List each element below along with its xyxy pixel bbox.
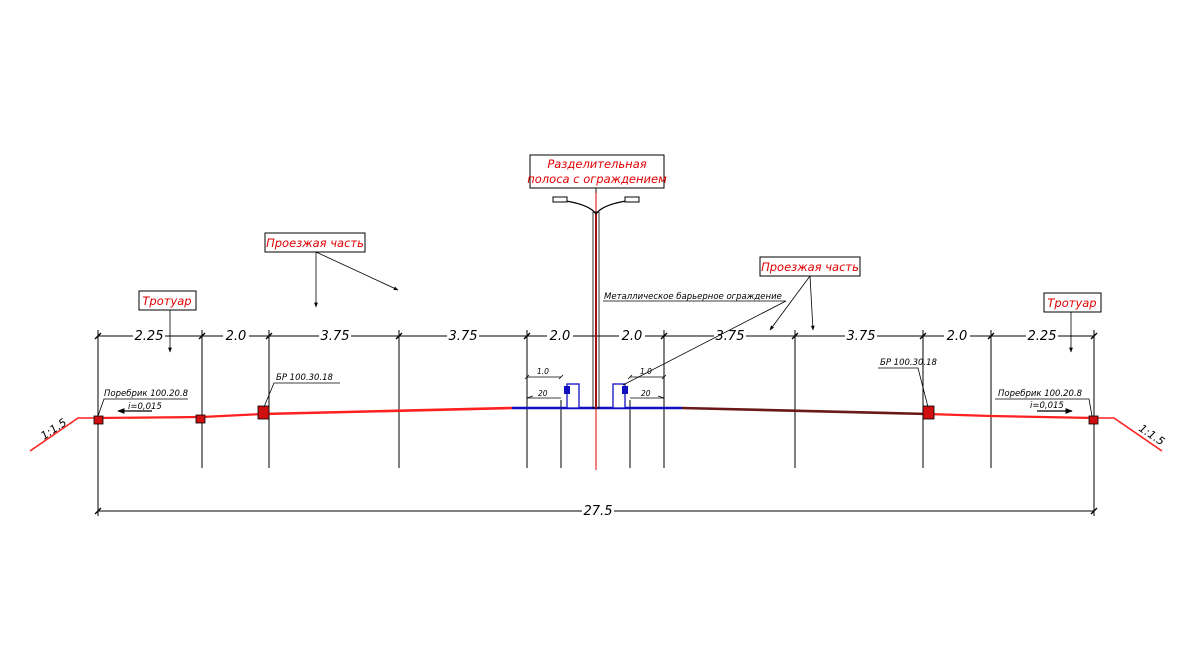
- leaders: [97, 187, 1093, 417]
- dim-sidewalk-right: 2.25: [1028, 329, 1057, 344]
- curb-small-right-label: Поребрик 100.20.8: [998, 389, 1083, 399]
- dim-total: 27.5: [584, 504, 613, 519]
- curb-big-left-label: БР 100.30.18: [276, 373, 334, 383]
- tag-sidewalk-left-text: Тротуар: [142, 294, 191, 308]
- shoulder-left-surface: [201, 412, 264, 419]
- barriers: [564, 383, 628, 409]
- dim-dist-left: 20: [538, 389, 548, 398]
- embankment-left-label: 1:1.5: [38, 416, 69, 443]
- tag-roadway-right: Проезжая часть: [759, 256, 861, 277]
- curb-small-right: [1088, 415, 1099, 425]
- road-surface: [29, 406, 1163, 452]
- tag-sidewalk-right: Тротуар: [1043, 292, 1102, 313]
- dim-offset-left: 1.0: [537, 367, 549, 376]
- sidewalk-right-surface: [990, 414, 1095, 420]
- curb-small-left-label: Поребрик 100.20.8: [104, 389, 189, 399]
- tag-sidewalk-left: Тротуар: [138, 290, 197, 311]
- dim-lane-left-2: 3.75: [449, 329, 478, 344]
- lamp-head-right: [624, 196, 640, 203]
- lamp-arm-right: [595, 200, 627, 215]
- curb-big-right: [922, 405, 935, 420]
- roadway-right-surface: [681, 406, 929, 416]
- lamp-head-left: [552, 196, 568, 203]
- tag-sidewalk-right-text: Тротуар: [1047, 296, 1096, 310]
- slope-left-label: i=0,015: [128, 402, 162, 412]
- shoulder-right-surface: [927, 412, 992, 418]
- dim-dist-right: 20: [641, 389, 651, 398]
- median-small-dimensions: [524, 374, 667, 399]
- total-dimension-line: 27.5: [94, 503, 1098, 519]
- dim-lane-right-1: 3.75: [716, 329, 745, 344]
- curbs: [93, 405, 1099, 425]
- barrier-label: Металлическое барьерное ограждение: [604, 292, 782, 302]
- embankment-right: [1094, 417, 1163, 452]
- dim-shoulder-right: 2.0: [947, 329, 968, 344]
- dim-offset-right: 1.0: [640, 367, 652, 376]
- tag-median-line2: полоса с ограждением: [527, 172, 667, 186]
- extension-lines: [97, 330, 1095, 516]
- slope-right-label: i=0,015: [1030, 401, 1064, 411]
- curb-big-left: [257, 405, 270, 420]
- tag-roadway-right-text: Проезжая часть: [761, 260, 859, 274]
- dim-shoulder-left: 2.0: [226, 329, 247, 344]
- curb-big-right-label: БР 100.30.18: [880, 358, 938, 368]
- curb-small-left: [93, 415, 104, 425]
- dim-lane-right-2: 3.75: [847, 329, 876, 344]
- dim-median-right: 2.0: [622, 329, 643, 344]
- tag-roadway-left: Проезжая часть: [264, 232, 366, 253]
- tag-median-line1: Разделительная: [547, 157, 646, 171]
- curb-small-left-2: [195, 414, 206, 424]
- lamp-arm-left: [565, 200, 597, 215]
- tag-roadway-left-text: Проезжая часть: [266, 236, 364, 250]
- dim-median-left: 2.0: [550, 329, 571, 344]
- tag-median: Разделительная полоса с ограждением: [527, 154, 667, 189]
- lamp-pole: [552, 190, 640, 470]
- embankment-left: [29, 417, 98, 452]
- sidewalk-left-surface: [97, 415, 203, 420]
- dim-sidewalk-left: 2.25: [135, 329, 164, 344]
- dim-lane-left-1: 3.75: [321, 329, 350, 344]
- roadway-left-surface: [262, 406, 513, 416]
